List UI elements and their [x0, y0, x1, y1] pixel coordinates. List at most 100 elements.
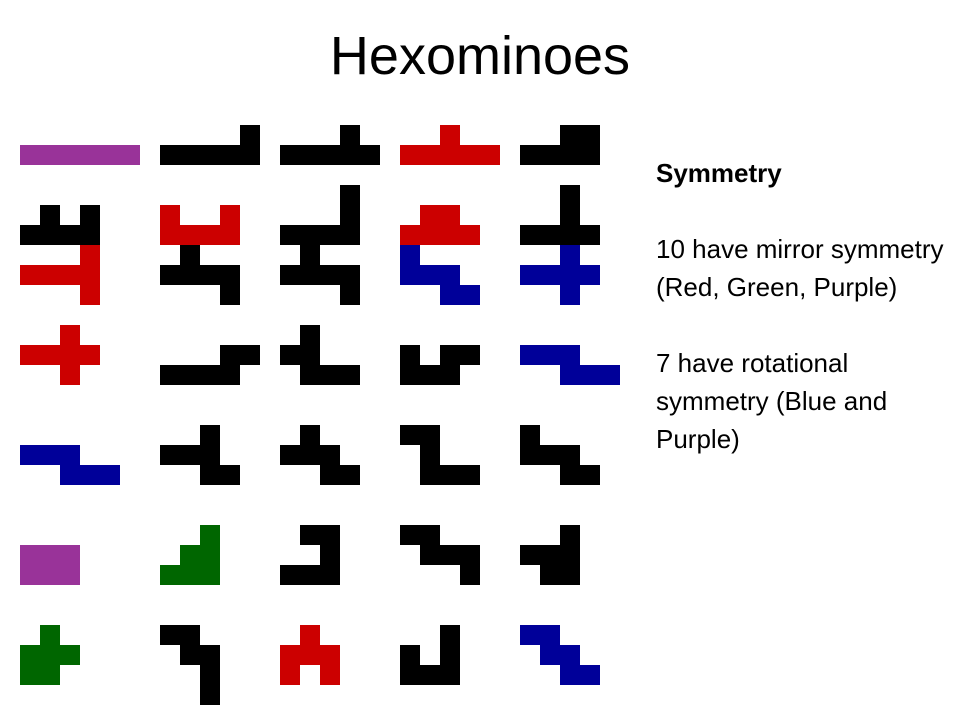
- hexomino-cell: [580, 665, 600, 685]
- hexomino-cell: [400, 645, 420, 665]
- hexomino-piece-r5-c2: [160, 425, 240, 485]
- hexomino-piece-r3-c3: [280, 245, 360, 305]
- hexomino-cell: [220, 465, 240, 485]
- hexomino-cell: [540, 145, 560, 165]
- hexomino-piece-r1-c3: [280, 125, 380, 165]
- hexomino-cell: [180, 145, 200, 165]
- hexomino-cell: [440, 625, 460, 645]
- hexomino-cell: [560, 285, 580, 305]
- hexomino-piece-r3-c4: [400, 245, 480, 305]
- hexomino-cell: [160, 145, 180, 165]
- hexomino-cell: [220, 205, 240, 225]
- hexomino-cell: [300, 525, 320, 545]
- hexomino-cell: [300, 425, 320, 445]
- hexomino-cell: [60, 325, 80, 345]
- hexomino-cell: [20, 665, 40, 685]
- hexomino-cell: [100, 145, 120, 165]
- hexomino-cell: [560, 465, 580, 485]
- hexomino-piece-r6-c2: [160, 525, 220, 585]
- hexomino-cell: [340, 465, 360, 485]
- hexomino-cell: [560, 125, 580, 145]
- hexomino-piece-r5-c4: [400, 425, 480, 485]
- hexomino-cell: [280, 445, 300, 465]
- hexomino-cell: [560, 565, 580, 585]
- hexomino-cell: [340, 185, 360, 205]
- hexomino-cell: [180, 645, 200, 665]
- hexomino-cell: [560, 225, 580, 245]
- hexomino-cell: [40, 345, 60, 365]
- hexomino-piece-r7-c2: [160, 625, 220, 705]
- hexomino-cell: [200, 425, 220, 445]
- hexomino-piece-r1-c1: [20, 145, 140, 165]
- hexomino-cell: [200, 665, 220, 685]
- hexomino-cell: [560, 185, 580, 205]
- hexomino-cell: [440, 545, 460, 565]
- hexomino-cell: [300, 445, 320, 465]
- hexomino-cell: [440, 125, 460, 145]
- hexomino-cell: [120, 145, 140, 165]
- hexomino-cell: [80, 265, 100, 285]
- hexomino-cell: [420, 465, 440, 485]
- hexomino-cell: [200, 645, 220, 665]
- hexomino-cell: [40, 665, 60, 685]
- hexomino-piece-r7-c1: [20, 625, 80, 685]
- hexomino-cell: [180, 265, 200, 285]
- hexomino-cell: [220, 345, 240, 365]
- hexomino-cell: [160, 265, 180, 285]
- hexomino-cell: [300, 645, 320, 665]
- hexomino-piece-r3-c5: [520, 245, 600, 305]
- hexomino-cell: [340, 205, 360, 225]
- hexomino-cell: [100, 465, 120, 485]
- hexomino-cell: [440, 225, 460, 245]
- hexomino-cell: [340, 225, 360, 245]
- hexomino-cell: [200, 365, 220, 385]
- hexomino-piece-r3-c2: [160, 245, 240, 305]
- hexomino-cell: [40, 145, 60, 165]
- hexomino-cell: [300, 145, 320, 165]
- hexomino-cell: [420, 205, 440, 225]
- hexomino-cell: [280, 145, 300, 165]
- hexomino-cell: [520, 265, 540, 285]
- hexomino-cell: [220, 365, 240, 385]
- hexomino-cell: [20, 145, 40, 165]
- hexomino-cell: [40, 565, 60, 585]
- hexomino-piece-r6-c4: [400, 525, 480, 585]
- hexomino-cell: [180, 625, 200, 645]
- hexomino-cell: [440, 205, 460, 225]
- hexomino-cell: [540, 265, 560, 285]
- hexomino-cell: [560, 245, 580, 265]
- hexomino-piece-r2-c2: [160, 205, 240, 245]
- hexomino-cell: [520, 545, 540, 565]
- hexomino-cell: [60, 645, 80, 665]
- hexomino-cell: [420, 425, 440, 445]
- hexomino-cell: [420, 545, 440, 565]
- hexomino-cell: [280, 225, 300, 245]
- hexomino-cell: [460, 565, 480, 585]
- hexomino-cell: [60, 345, 80, 365]
- hexomino-cell: [400, 665, 420, 685]
- hexomino-piece-r1-c5: [520, 125, 600, 165]
- hexomino-cell: [220, 265, 240, 285]
- hexomino-cell: [160, 365, 180, 385]
- hexomino-piece-r6-c1: [20, 545, 80, 585]
- hexomino-cell: [560, 525, 580, 545]
- hexomino-cell: [320, 365, 340, 385]
- hexomino-cell: [300, 325, 320, 345]
- hexomino-cell: [520, 625, 540, 645]
- hexomino-cell: [320, 225, 340, 245]
- hexomino-cell: [300, 265, 320, 285]
- hexomino-cell: [520, 145, 540, 165]
- hexomino-cell: [420, 445, 440, 465]
- hexomino-cell: [320, 565, 340, 585]
- hexomino-piece-r4-c1: [20, 325, 100, 385]
- hexomino-cell: [400, 245, 420, 265]
- hexomino-cell: [320, 445, 340, 465]
- hexomino-cell: [540, 625, 560, 645]
- hexomino-cell: [40, 445, 60, 465]
- hexomino-cell: [180, 565, 200, 585]
- hexomino-cell: [580, 145, 600, 165]
- hexomino-cell: [200, 265, 220, 285]
- hexomino-cell: [560, 145, 580, 165]
- hexomino-cell: [60, 445, 80, 465]
- hexomino-cell: [460, 345, 480, 365]
